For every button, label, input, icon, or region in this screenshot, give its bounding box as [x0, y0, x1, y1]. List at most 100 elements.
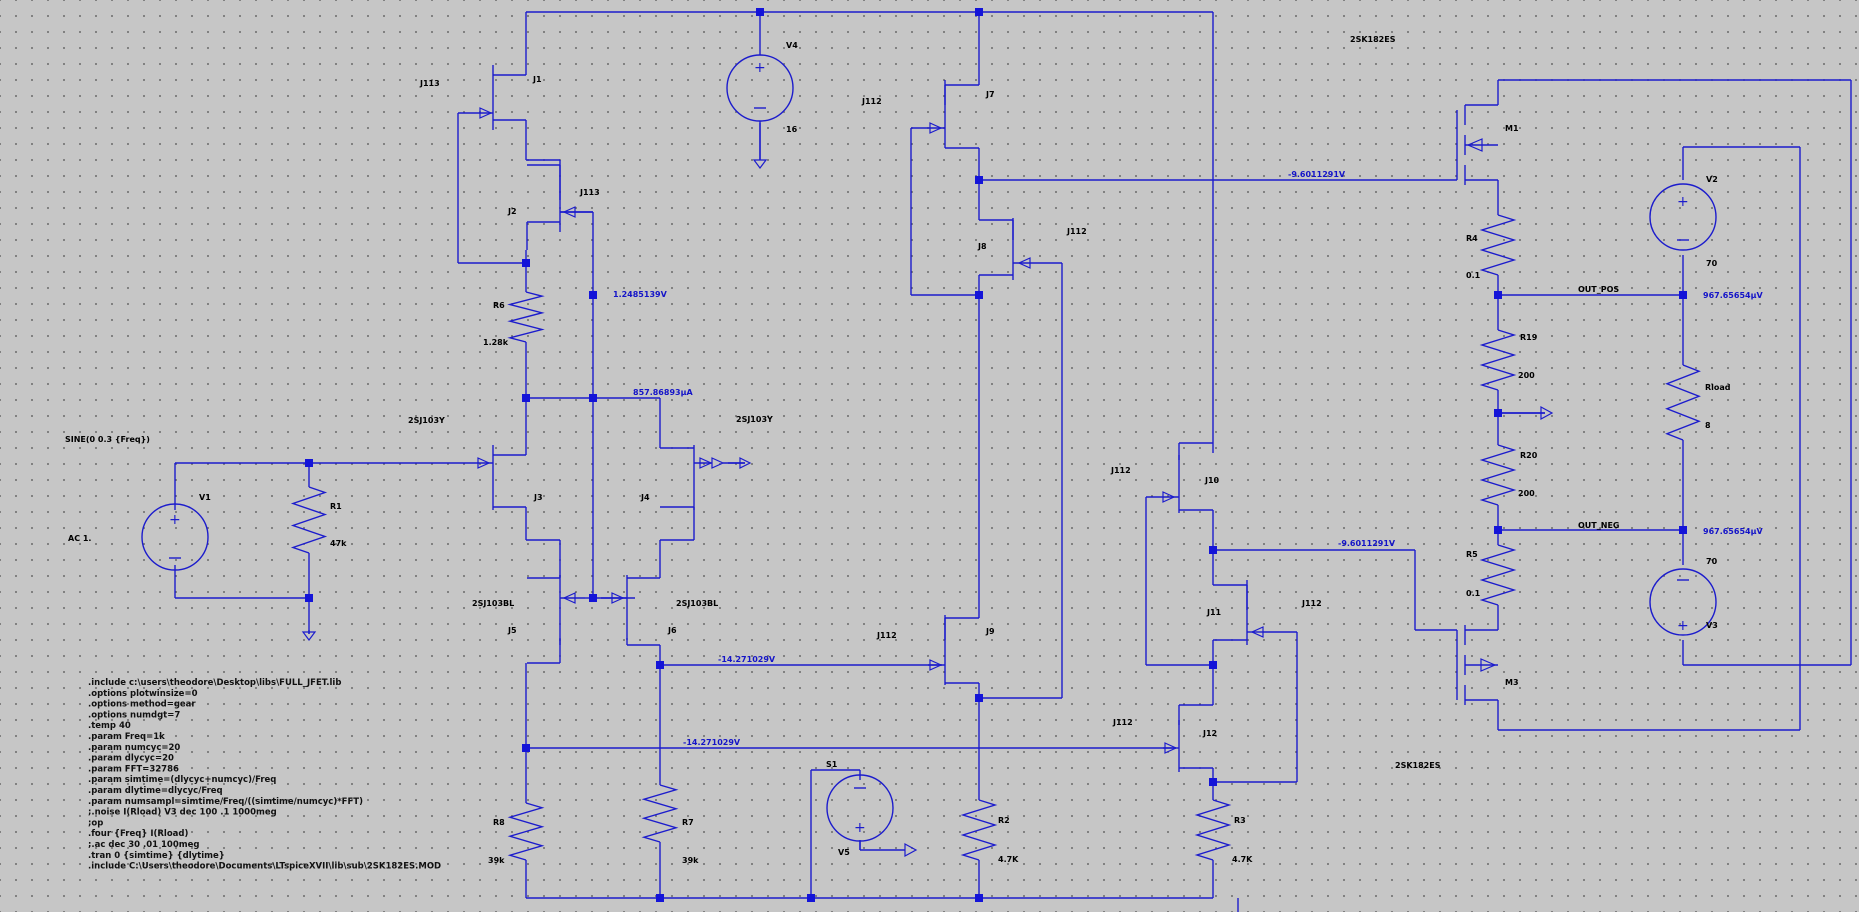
label-v4: V4	[786, 41, 798, 50]
voltage-source-v2[interactable]: +	[1649, 183, 1717, 251]
jfet-j6[interactable]	[601, 575, 660, 640]
jfet-j4[interactable]	[660, 445, 752, 510]
spice-directive-line: .param simtime=(dlycyc+numcyc)/Freq	[88, 775, 276, 785]
jfet-j11[interactable]	[1246, 580, 1264, 645]
junction-dot	[1494, 526, 1502, 534]
spice-directive-line: .param dlytime=dlycyc/Freq	[88, 786, 223, 796]
net-label-4: 967.65654µV	[1703, 291, 1763, 300]
net-label-3: -9.6011291V	[1288, 170, 1346, 179]
resistor-r2[interactable]	[960, 799, 998, 861]
label-m1: M1	[1505, 124, 1519, 133]
label-r1: R1	[330, 502, 342, 511]
jfet-j10[interactable]	[1146, 455, 1180, 513]
voltage-source-v4[interactable]: +	[726, 45, 794, 169]
jfet-j7[interactable]	[911, 80, 946, 148]
resistor-r3[interactable]	[1194, 799, 1232, 861]
junction-dot	[589, 594, 597, 602]
net-annotations: 1.2485139V 857.86893µA -9.6011291V 967.6…	[613, 170, 1763, 747]
svg-text:+: +	[1677, 194, 1689, 210]
spice-directive-line: .include C:\Users\theodore\Documents\LTs…	[88, 862, 441, 872]
label-r8-value: 39k	[488, 856, 505, 865]
junction-dot	[975, 176, 983, 184]
label-j1: J1	[532, 75, 542, 84]
label-j11: J11	[1206, 608, 1222, 617]
mosfet-m1[interactable]	[1456, 104, 1498, 185]
label-out-pos: OUT_POS	[1578, 285, 1619, 294]
label-j12: J12	[1202, 729, 1217, 738]
junction-dot	[522, 744, 530, 752]
junction-dots	[305, 8, 1687, 902]
net-label-8: -14.271029V	[683, 738, 741, 747]
label-2sj103bl-left: 2SJ103BL	[472, 599, 514, 608]
label-r20-value: 200	[1518, 489, 1535, 498]
label-j112-j10: J112	[1110, 466, 1131, 475]
jfet-j3[interactable]	[477, 445, 526, 510]
resistor-rload[interactable]	[1665, 364, 1701, 441]
label-r4-value: 0.1	[1466, 271, 1481, 280]
resistor-r4[interactable]	[1479, 214, 1517, 276]
junction-dot	[975, 694, 983, 702]
resistors	[290, 214, 1701, 861]
label-r5-value: 0.1	[1466, 589, 1481, 598]
label-v1: V1	[199, 493, 211, 502]
spice-directive-line: .four {Freq} I(Rload)	[88, 829, 189, 839]
spice-directive-line: .param Freq=1k	[88, 732, 165, 742]
label-j112-j7: J112	[861, 97, 882, 106]
junction-dot	[975, 894, 983, 902]
spice-directive-line: .include c:\users\theodore\Desktop\libs\…	[88, 678, 341, 688]
spice-directive-line: .param numcyc=20	[88, 743, 180, 753]
label-2sj103y-right: 2SJ103Y	[736, 415, 773, 424]
labels: J113 J1 J2 J113 V4 16 J112 J7 J112 J8 R6…	[65, 35, 1731, 865]
junction-dot	[305, 459, 313, 467]
label-m3: M3	[1505, 678, 1519, 687]
voltage-source-v1[interactable]: +	[141, 503, 209, 571]
label-r8: R8	[493, 818, 505, 827]
jfet-j2[interactable]	[526, 164, 593, 250]
junction-dot	[1209, 778, 1217, 786]
svg-text:+: +	[169, 512, 181, 528]
resistor-r19[interactable]	[1479, 329, 1517, 391]
resistor-r20[interactable]	[1479, 444, 1517, 506]
jfet-j1[interactable]	[458, 62, 527, 130]
junction-dot	[1679, 291, 1687, 299]
label-r5: R5	[1466, 550, 1478, 559]
label-rload-value: 8	[1705, 421, 1711, 430]
junction-dot	[1679, 526, 1687, 534]
spice-directives[interactable]: .include c:\users\theodore\Desktop\libs\…	[88, 678, 441, 872]
mosfet-m3[interactable]	[1456, 625, 1498, 705]
label-r1-value: 47k	[330, 539, 347, 548]
voltage-source-v3[interactable]: +	[1649, 568, 1717, 636]
junction-dot	[589, 394, 597, 402]
spice-directive-line: ;op	[88, 818, 103, 828]
svg-text:+: +	[754, 60, 766, 76]
resistor-r7[interactable]	[641, 784, 679, 843]
resistor-r5[interactable]	[1479, 544, 1517, 606]
jfet-j9[interactable]	[928, 615, 946, 685]
junction-dot	[305, 594, 313, 602]
spice-directive-line: ;.ac dec 30 .01 100meg	[88, 840, 199, 850]
label-rload: Rload	[1705, 383, 1731, 392]
label-j5: J5	[507, 626, 517, 635]
resistor-r6[interactable]	[507, 291, 545, 343]
jfet-j5[interactable]	[527, 575, 585, 664]
label-j112-j9: J112	[876, 631, 897, 640]
jfet-j8[interactable]	[1012, 218, 1045, 280]
label-sine: SINE(0 0.3 {Freq})	[65, 435, 150, 444]
spice-directive-line: .options method=gear	[88, 700, 196, 710]
junction-dot	[975, 291, 983, 299]
resistor-r1[interactable]	[290, 486, 328, 554]
spice-directive-line: .param dlycyc=20	[88, 754, 174, 764]
voltage-source-v5[interactable]: +	[826, 774, 918, 858]
spice-directive-line: .options plotwinsize=0	[88, 689, 198, 699]
label-2sk182es-bottom: 2SK182ES	[1395, 761, 1441, 770]
label-j113-mid: J113	[579, 188, 600, 197]
resistor-r8[interactable]	[507, 802, 545, 861]
label-r2-value: 4.7K	[998, 855, 1019, 864]
spice-directive-line: .param numsampl=simtime/Freq/((simtime/n…	[88, 797, 363, 807]
label-v4-value: 16	[786, 125, 798, 134]
jfet-j12[interactable]	[1163, 720, 1180, 772]
label-r2: R2	[998, 816, 1010, 825]
label-j3: J3	[533, 493, 543, 502]
